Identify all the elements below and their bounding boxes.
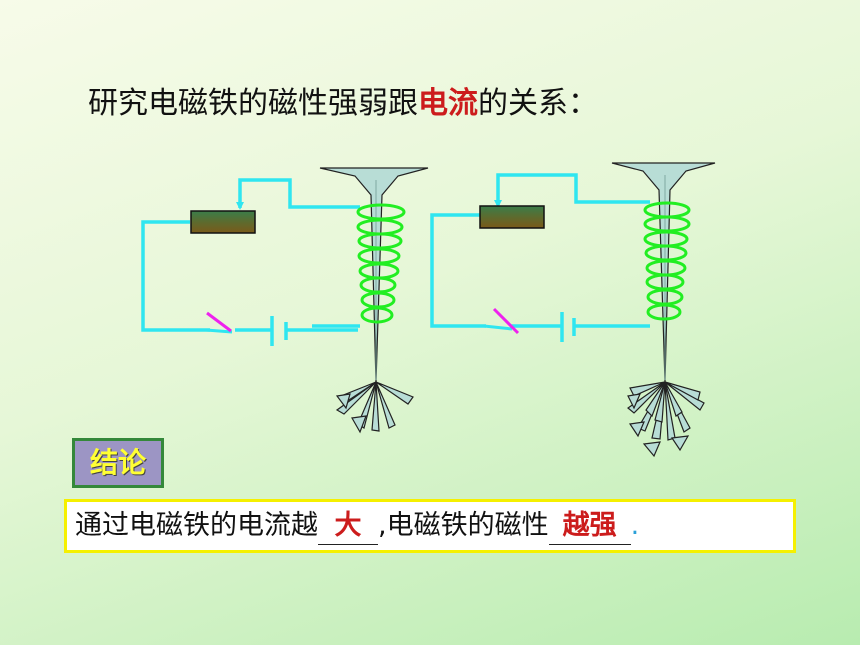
- ammeter-left: [190, 210, 256, 234]
- circuit-right: [430, 162, 716, 458]
- arrow-left: [236, 202, 244, 210]
- switch-left: [205, 311, 233, 334]
- coil-left: [356, 203, 406, 324]
- pins-left: [335, 381, 414, 434]
- battery-right: [560, 312, 576, 342]
- nail-left: [319, 167, 429, 383]
- battery-left: [270, 316, 288, 346]
- nail-right: [611, 162, 716, 383]
- statement-part-2: ,电磁铁的磁性: [378, 510, 549, 541]
- arrow-right: [494, 200, 502, 208]
- conclusion-statement: 通过电磁铁的电流越大 ,电磁铁的磁性越强.: [64, 499, 796, 553]
- switch-right: [483, 307, 520, 335]
- statement-part-1: 通过电磁铁的电流越: [75, 510, 318, 541]
- circuit-left: [141, 167, 429, 434]
- answer-blank-1: 大: [318, 508, 378, 545]
- answer-1: 大: [334, 510, 362, 541]
- wire-left: [141, 178, 360, 332]
- answer-blank-2: 越强: [548, 508, 631, 545]
- title-text-1: 研究电磁铁的磁性强弱跟: [88, 86, 418, 121]
- pins-right: [627, 381, 705, 458]
- ammeter-right: [479, 205, 545, 229]
- conclusion-label: 结论: [72, 438, 164, 488]
- wire-right: [430, 173, 650, 328]
- answer-2: 越强: [562, 510, 617, 541]
- statement-end: .: [630, 510, 640, 541]
- title-highlight: 电流: [418, 86, 478, 121]
- coil-right: [643, 201, 691, 321]
- title-text-2: 的关系：: [478, 86, 598, 121]
- page-title: 研究电磁铁的磁性强弱跟电流的关系：: [88, 78, 598, 122]
